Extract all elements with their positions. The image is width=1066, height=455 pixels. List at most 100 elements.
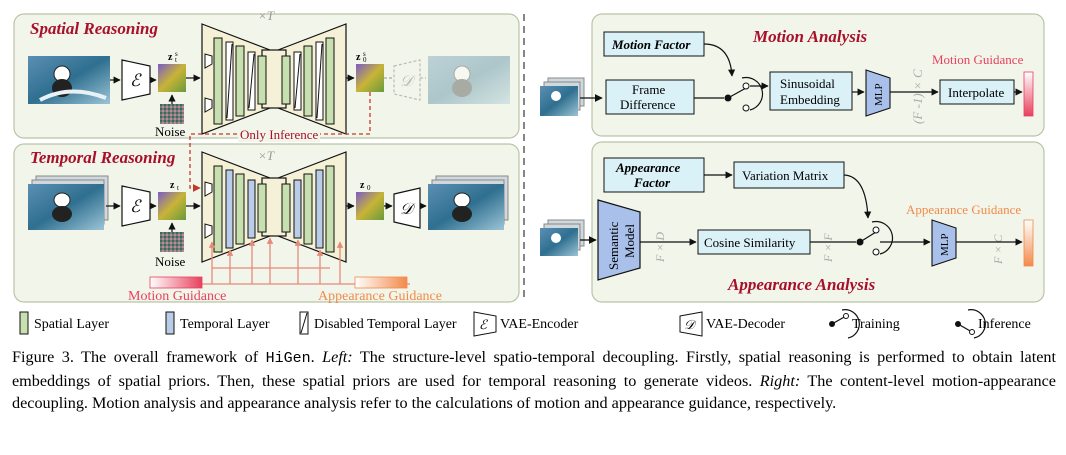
spatial-vae-decoder-disabled: 𝒟 (393, 59, 421, 101)
spatial-output-image-faded (428, 56, 510, 104)
svg-text:t: t (175, 56, 177, 64)
temporal-vae-encoder: ℰ (121, 185, 151, 227)
temporal-noise: Noise (155, 222, 186, 269)
framework-figure: Spatial Reasoning Temporal Reasoning Mot… (13, 8, 1045, 339)
motion-title: Motion Analysis (752, 27, 868, 46)
svg-text:Factor: Factor (633, 175, 671, 190)
svg-text:Motion Factor: Motion Factor (611, 37, 691, 52)
motion-guidance-bar (1023, 71, 1034, 117)
svg-text:Interpolate: Interpolate (948, 85, 1005, 100)
legend-disabled-temporal-layer: Disabled Temporal Layer (299, 311, 457, 335)
svg-text:Variation Matrix: Variation Matrix (742, 168, 829, 183)
svg-text:z: z (168, 52, 173, 63)
svg-text:Inference: Inference (978, 317, 1031, 332)
appearance-guidance-bar (1023, 219, 1034, 267)
svg-text:Noise: Noise (155, 254, 186, 269)
temporal-output-video (428, 175, 509, 230)
legend-vae-encoder: ℰ VAE-Encoder (473, 311, 579, 337)
temporal-unet: ×T (201, 148, 347, 263)
only-inference-label: Only Inference (240, 127, 319, 142)
svg-text:Appearance: Appearance (615, 160, 681, 175)
frame-difference-box: Frame Difference (605, 79, 695, 115)
svg-text:0: 0 (363, 56, 367, 64)
appearance-title: Appearance Analysis (727, 275, 876, 294)
svg-text:VAE-Decoder: VAE-Decoder (706, 317, 785, 332)
appearance-guidance-label: Appearance Guidance (906, 202, 1021, 217)
appearance-switch (856, 220, 894, 256)
svg-text:Cosine Similarity: Cosine Similarity (704, 235, 796, 250)
svg-text:Model: Model (622, 224, 637, 258)
svg-text:𝒟: 𝒟 (400, 73, 416, 90)
svg-text:Temporal Layer: Temporal Layer (180, 317, 270, 332)
svg-text:Embedding: Embedding (780, 92, 840, 107)
only-inference-connection (189, 92, 371, 192)
svg-text:Frame: Frame (632, 82, 665, 97)
appearance-panel (591, 141, 1045, 303)
svg-text:z: z (356, 52, 361, 63)
figure-caption: Figure 3. The overall framework of HiGen… (12, 346, 1056, 414)
spatial-latent-zt: z s t (158, 50, 186, 92)
caption-right-text: The content-level motion-appearance deco… (12, 372, 1056, 412)
appearance-input-video (540, 219, 585, 256)
legend-spatial-layer: Spatial Layer (19, 311, 109, 335)
legend: Spatial Layer Temporal Layer Disabled Te… (19, 309, 1031, 339)
svg-text:Difference: Difference (620, 97, 676, 112)
motion-dim-label: (F -1) × C (910, 69, 925, 124)
interpolate-box: Interpolate (939, 79, 1015, 105)
motion-input-video (540, 77, 585, 116)
svg-text:𝒟: 𝒟 (400, 201, 416, 218)
appearance-mlp: MLP (931, 219, 957, 267)
svg-text:MLP: MLP (873, 83, 885, 106)
caption-left-text: The structure-level spatio-temporal deco… (12, 348, 1057, 390)
appearance-fc-label: F × C (991, 234, 1005, 265)
motion-factor-box: Motion Factor (603, 31, 705, 57)
svg-text:VAE-Encoder: VAE-Encoder (500, 317, 579, 332)
appearance-ff-label: F × F (821, 233, 835, 263)
svg-text:ℰ: ℰ (130, 197, 142, 216)
spatial-latent-z0: z s 0 (356, 50, 384, 92)
svg-text:s: s (363, 50, 366, 58)
temporal-latent-z0: z 0 (356, 180, 384, 220)
spatial-title: Spatial Reasoning (30, 19, 159, 38)
spatial-noise: Noise (155, 94, 186, 139)
temporal-vae-decoder: 𝒟 (393, 187, 421, 229)
svg-text:𝒟: 𝒟 (684, 317, 697, 332)
appearance-factor-box: Appearance Factor (603, 157, 705, 193)
spatial-input-image (28, 56, 110, 104)
spatial-unet: ×T (201, 8, 347, 135)
temporal-motion-guidance-label: Motion Guidance (128, 289, 226, 304)
svg-text:×T: ×T (258, 148, 275, 163)
svg-text:×T: ×T (258, 8, 275, 23)
caption-prefix: Figure 3. The overall framework of (12, 348, 266, 366)
svg-text:Noise: Noise (155, 124, 186, 139)
svg-text:Training: Training (852, 317, 900, 332)
legend-vae-decoder: 𝒟 VAE-Decoder (679, 311, 785, 337)
svg-text:t: t (177, 184, 179, 192)
svg-text:z: z (170, 180, 175, 191)
spatial-vae-encoder: ℰ (121, 59, 151, 101)
legend-inference: Inference (955, 309, 1031, 339)
svg-text:Disabled Temporal Layer: Disabled Temporal Layer (314, 317, 457, 332)
caption-method-name: HiGen (265, 350, 311, 367)
svg-text:0: 0 (367, 184, 371, 192)
temporal-input-video (28, 175, 109, 230)
svg-text:z: z (360, 180, 365, 191)
motion-guidance-label: Motion Guidance (932, 52, 1024, 67)
temporal-appearance-guidance-label: Appearance Guidance (318, 289, 442, 304)
variation-matrix-box: Variation Matrix (733, 161, 845, 189)
caption-right-label: Right: (759, 372, 801, 390)
svg-text:ℰ: ℰ (130, 71, 142, 90)
svg-text:MLP: MLP (939, 233, 951, 256)
motion-guidance-bar-h (149, 276, 203, 289)
appearance-guidance-bar-h (354, 276, 408, 289)
temporal-latent-zt: z t (158, 180, 186, 220)
temporal-title: Temporal Reasoning (30, 148, 176, 167)
motion-switch (724, 76, 764, 112)
svg-text:Sinusoidal: Sinusoidal (780, 76, 835, 91)
motion-mlp: MLP (865, 69, 891, 117)
svg-text:ℰ: ℰ (479, 317, 488, 332)
caption-left-label: Left: (322, 348, 353, 366)
sinusoidal-embedding-box: Sinusoidal Embedding (769, 71, 853, 111)
legend-training: Training (829, 309, 900, 339)
appearance-fd-label: F × D (653, 232, 667, 263)
